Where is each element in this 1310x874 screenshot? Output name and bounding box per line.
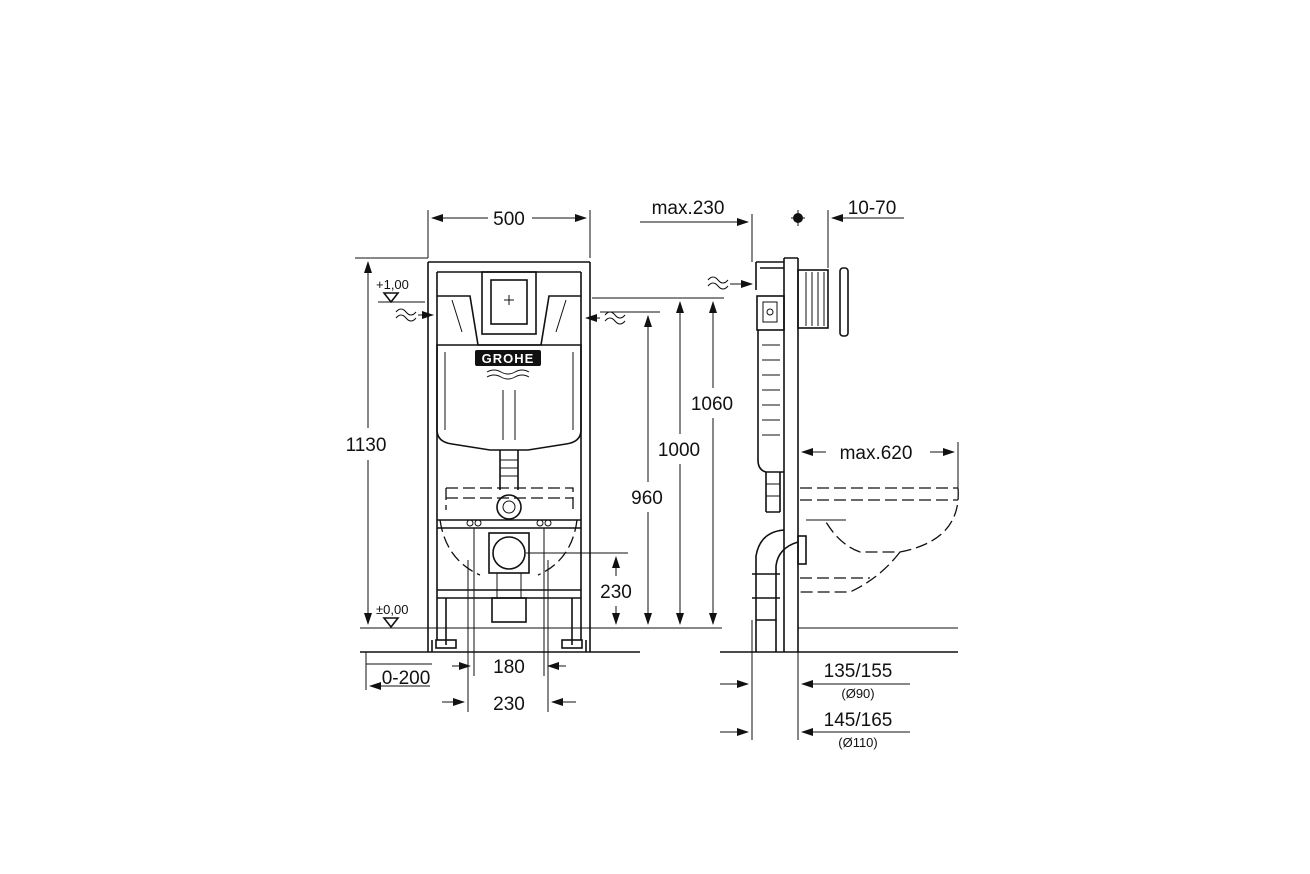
spacing-230-label: 230 [493, 694, 525, 715]
centerline-symbol-icon [791, 210, 805, 226]
spacing-180-label: 180 [493, 657, 525, 678]
dimension-180 [452, 528, 566, 676]
dimension-960 [600, 311, 660, 625]
dimension-0-200 [365, 652, 432, 690]
leg-adjust-label: 0-200 [382, 668, 431, 689]
level-upper-label: +1,00 [376, 277, 409, 292]
bowl-outline-front [439, 487, 578, 576]
brand-logo: GROHE [482, 351, 535, 366]
dimension-135-155 [720, 620, 910, 740]
dia-110-label: (Ø110) [838, 735, 878, 750]
max-230-label: max.230 [652, 198, 725, 219]
drain-connection [466, 519, 552, 623]
height-1060-label: 1060 [691, 394, 733, 415]
actuator-side [797, 267, 849, 337]
dimension-1060 [592, 297, 724, 625]
bowl-outline-side [800, 487, 959, 593]
dia-90-label: (Ø90) [841, 686, 874, 701]
level-zero-label: ±0,00 [376, 602, 408, 617]
dim-135-155-label: 135/155 [824, 661, 893, 682]
installation-frame [427, 261, 591, 652]
drain-bend-side [752, 529, 807, 652]
water-inlet-icon [395, 308, 626, 325]
range-10-70-label: 10-70 [848, 198, 897, 219]
max-620-label: max.620 [840, 443, 913, 464]
flush-plate-opening [481, 271, 537, 335]
dimension-height-1130 [355, 257, 428, 625]
front-view: GROHE [346, 209, 734, 715]
height-230-label: 230 [600, 582, 632, 603]
level-triangle-icon [372, 292, 430, 629]
side-view: max.230 10-70 max.620 135/155 (Ø90) [640, 198, 959, 750]
width-500-label: 500 [493, 209, 525, 230]
dimension-max-620 [801, 442, 959, 488]
dimension-max-230 [640, 214, 753, 290]
dim-145-165-label: 145/165 [824, 710, 893, 731]
height-960-label: 960 [631, 488, 663, 509]
brand-logo-badge [475, 350, 541, 366]
height-1130-label: 1130 [346, 435, 387, 456]
dimension-10-70 [827, 210, 904, 268]
cistern: GROHE [436, 271, 582, 520]
dimension-230-vertical [526, 552, 628, 625]
height-1000-label: 1000 [658, 440, 700, 461]
dimension-width-500 [427, 210, 591, 258]
dimension-230-horizontal [442, 560, 576, 712]
side-frame [755, 257, 799, 652]
